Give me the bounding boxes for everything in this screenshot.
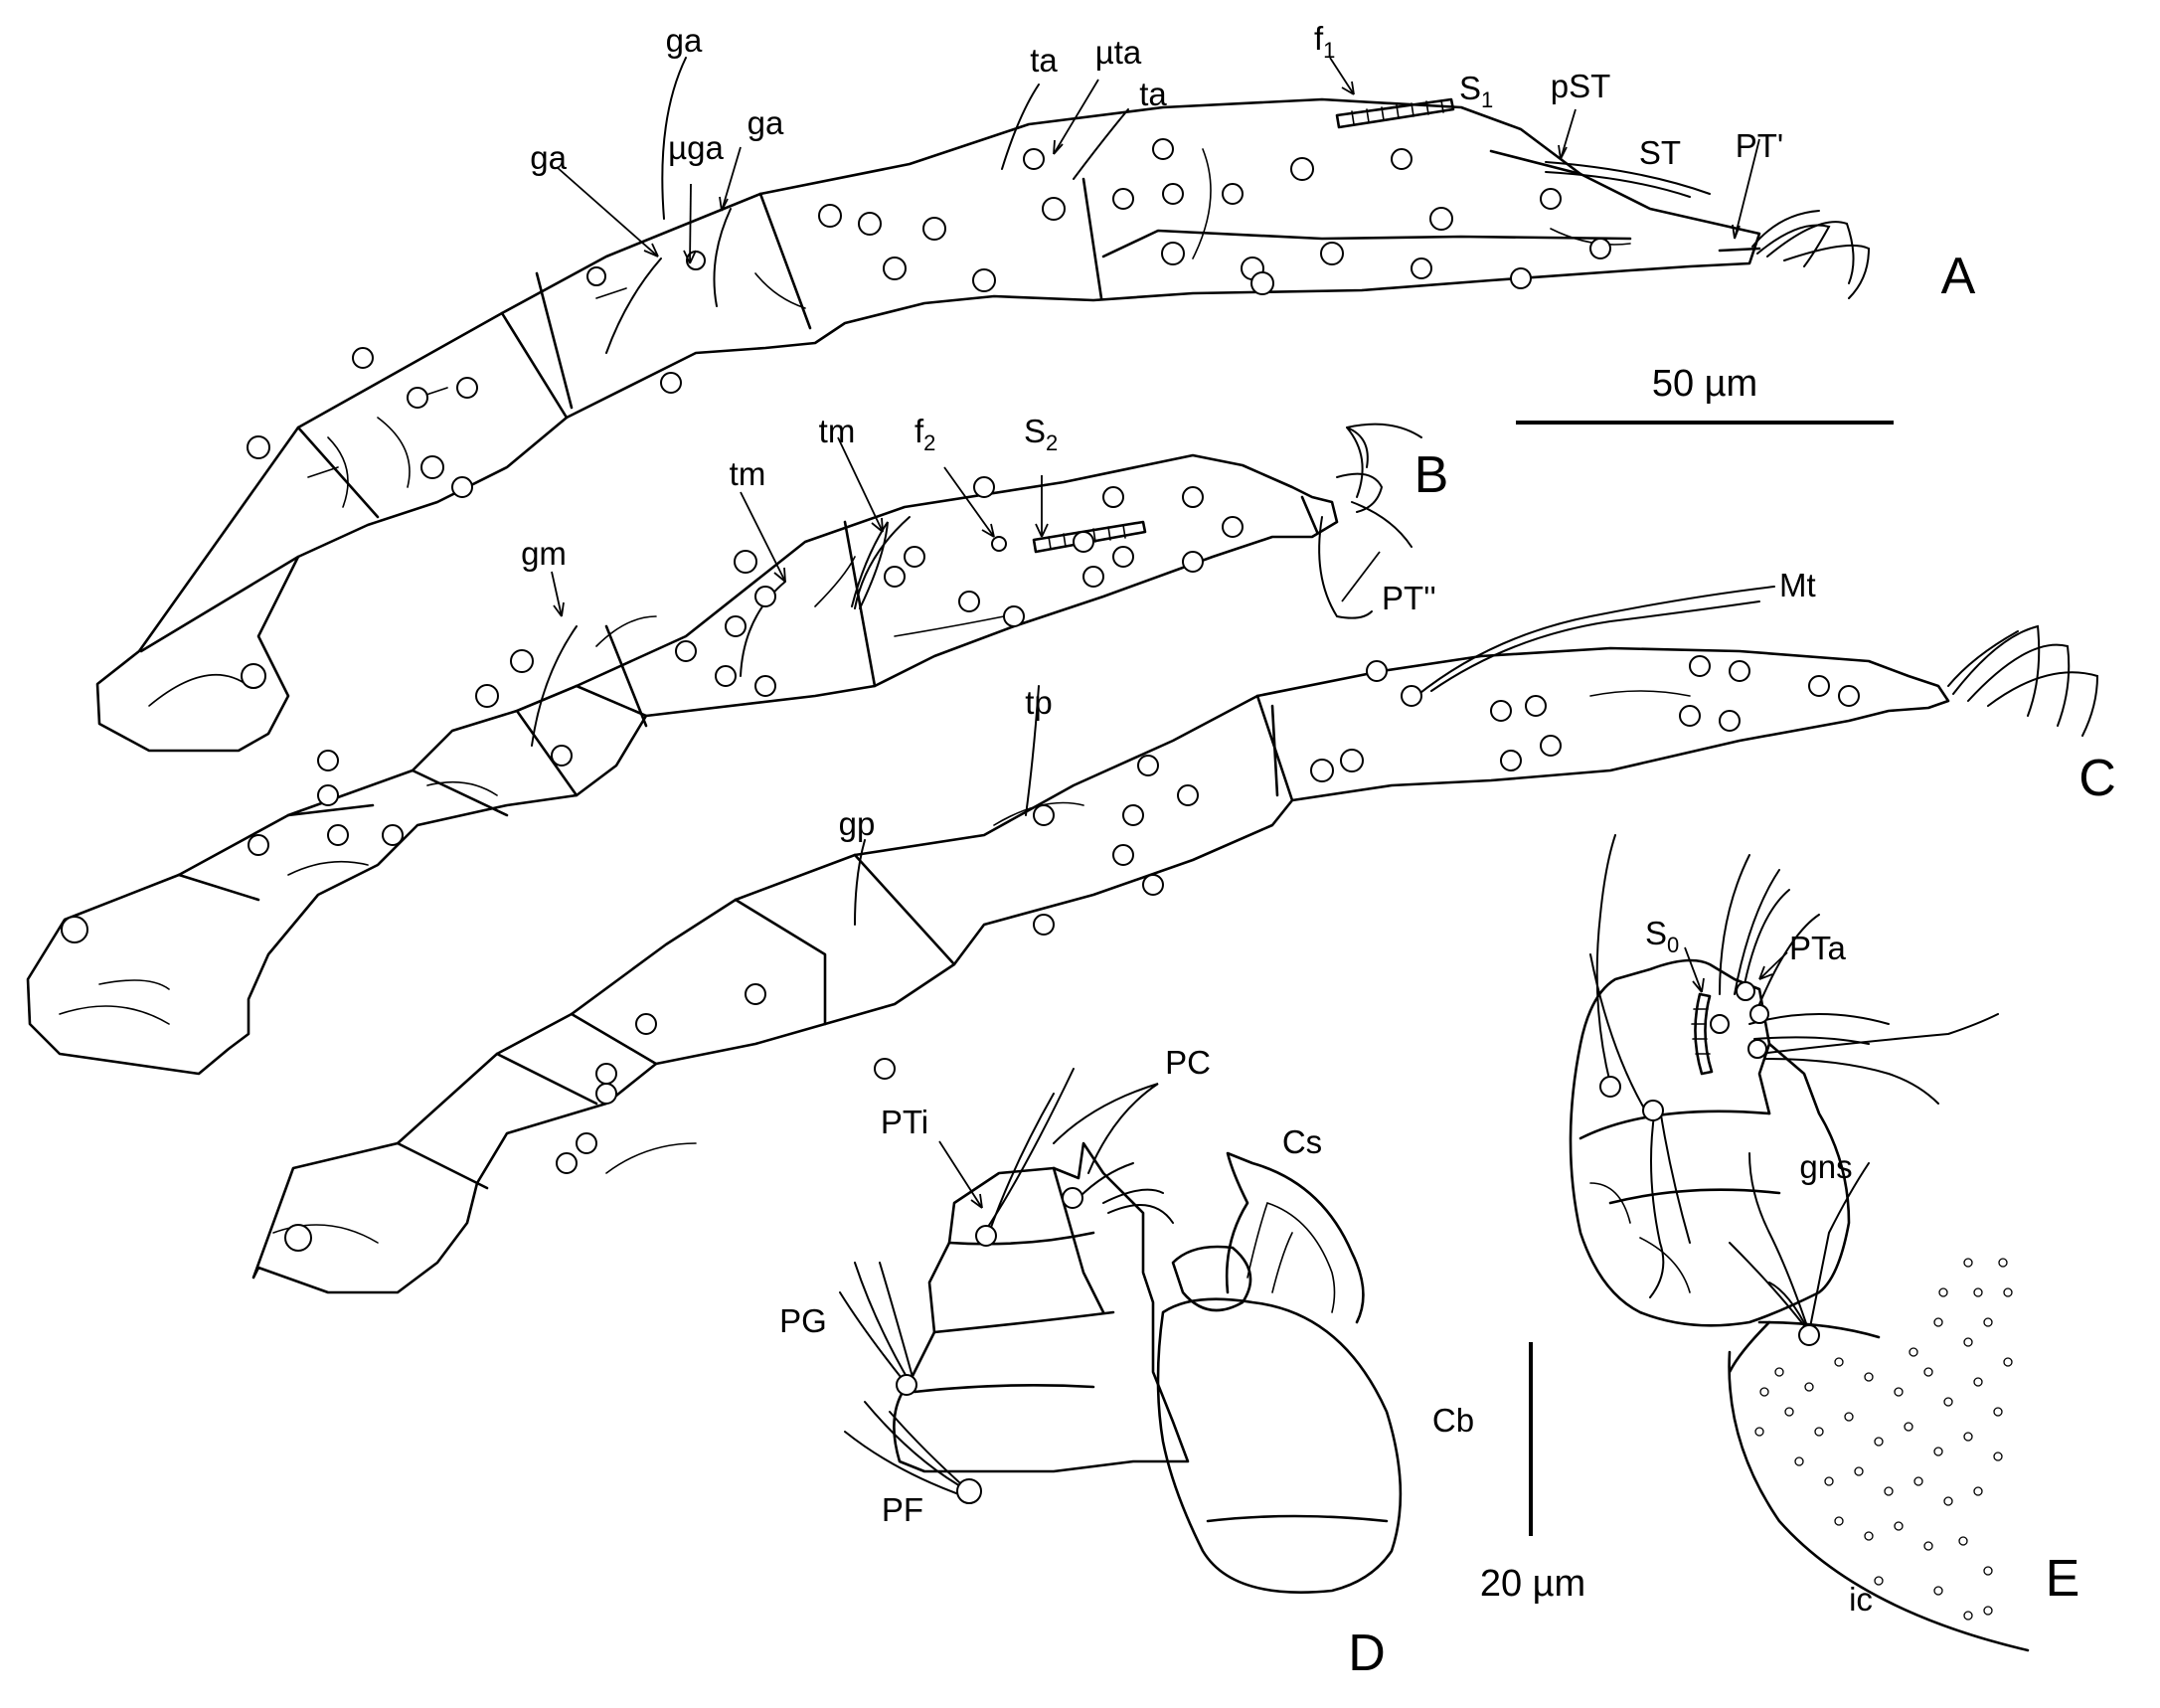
label-a-f1: f1 [1314, 20, 1335, 63]
label-a-s1: S1 [1459, 70, 1493, 112]
leg-a-solenidion-s1 [1335, 97, 1455, 129]
label-d-cb: Cb [1432, 1402, 1474, 1439]
label-pointers [551, 57, 1788, 1209]
label-a-ga-3: ga [748, 104, 784, 141]
label-a-st: ST [1639, 134, 1681, 171]
cuticle-dots [1754, 1258, 2013, 1621]
label-e-ic: ic [1849, 1581, 1873, 1618]
label-c-tp: tp [1025, 684, 1053, 721]
panel-d-labels: PC Cs PTi PG Cb PF D [779, 1044, 1474, 1682]
label-b-gm: gm [521, 535, 567, 572]
label-a-ga-1: ga [666, 22, 703, 59]
label-e-s0: S0 [1645, 915, 1679, 957]
label-a-pt-prime: PT' [1736, 127, 1783, 164]
label-a-mu-ga: µga [668, 129, 724, 166]
label-b-f2: f2 [914, 413, 935, 455]
panel-label-e: E [2046, 1550, 2080, 1608]
label-d-cs: Cs [1282, 1123, 1322, 1160]
label-d-pg: PG [779, 1302, 827, 1339]
panel-label-a: A [1941, 248, 1976, 305]
label-a-ga-2: ga [530, 139, 567, 176]
scale-bar-20um: 20 µm [1480, 1342, 1585, 1605]
scale-bar-50um: 50 µm [1516, 363, 1894, 425]
label-b-tm-2: tm [819, 413, 856, 449]
label-b-s2: S2 [1024, 413, 1058, 455]
label-e-pta: PTa [1789, 930, 1847, 966]
label-b-pt-double-prime: PT'' [1382, 580, 1436, 616]
scale-bar-20um-label: 20 µm [1480, 1563, 1585, 1605]
label-a-pst: pST [1551, 68, 1611, 104]
panel-label-c: C [2078, 750, 2116, 807]
panel-a-labels: ga ga µga ga ta µta ta f1 S1 pST ST PT' … [530, 20, 1975, 305]
leg-b-drawing [26, 423, 1422, 1076]
label-a-ta-2: ta [1139, 76, 1167, 112]
label-d-pc: PC [1165, 1044, 1211, 1081]
leg-c-drawing [251, 586, 2099, 1294]
palp-e-drawing [1569, 834, 2030, 1652]
leg-a-drawing [95, 57, 1871, 753]
label-b-tm-1: tm [730, 455, 766, 492]
panel-label-b: B [1414, 446, 1449, 504]
label-c-mt: Mt [1779, 567, 1816, 603]
label-a-mu-ta: µta [1095, 34, 1142, 71]
palp-d-drawing [839, 1068, 1403, 1594]
scale-bar-50um-label: 50 µm [1652, 363, 1757, 405]
palp-e-solenidion-s0 [1691, 992, 1714, 1076]
panel-b-labels: tm tm f2 S2 gm PT'' B [521, 413, 1448, 616]
panel-c-labels: Mt tp gp C [839, 567, 2116, 842]
label-c-gp: gp [839, 805, 876, 842]
label-e-gns: gns [1799, 1148, 1852, 1185]
panel-e-labels: S0 PTa gns ic E [1645, 915, 2079, 1618]
label-d-pti: PTi [881, 1104, 928, 1140]
label-a-ta-1: ta [1030, 42, 1058, 79]
label-d-pf: PF [882, 1491, 923, 1528]
panel-label-d: D [1348, 1624, 1386, 1682]
